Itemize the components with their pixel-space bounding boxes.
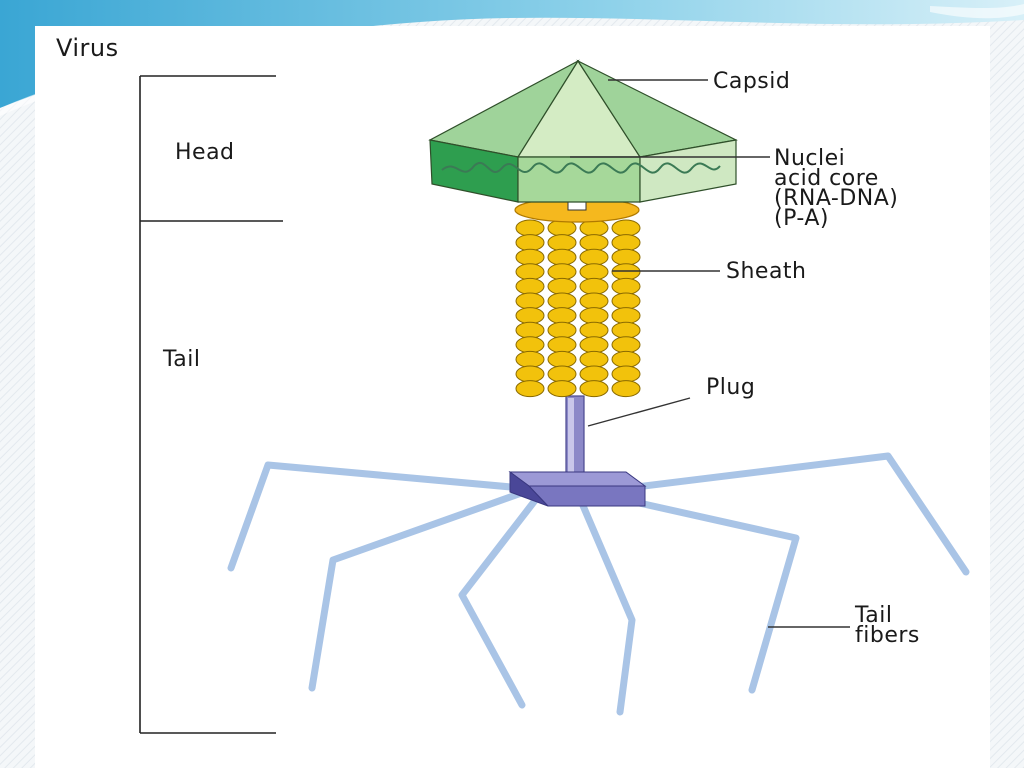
pointer-lines: [570, 79, 850, 628]
sheath-bead: [547, 350, 577, 368]
sheath-bead: [515, 219, 545, 237]
sheath-bead: [547, 336, 577, 354]
sheath-bead: [611, 248, 641, 266]
sheath-bead: [611, 336, 641, 354]
tail-fibers: [227, 452, 970, 716]
label-capsid: Capsid: [713, 69, 791, 94]
label-plug: Plug: [706, 375, 756, 400]
section-label-tail: Tail: [163, 347, 201, 372]
diagram-title: Virus: [56, 34, 119, 62]
sheath-bead: [547, 365, 577, 383]
sheath-bead: [579, 321, 609, 339]
sheath-bead: [547, 380, 577, 398]
sheath-bead: [579, 307, 609, 325]
label-nucleic-line-3: (RNA-DNA): [774, 186, 899, 211]
sheath-bead: [579, 350, 609, 368]
label-nucleic-line-2: acid core: [774, 166, 879, 191]
label-nucleic-line-4: (P-A): [774, 206, 829, 231]
sheath-bead: [547, 292, 577, 310]
sheath-bead: [547, 307, 577, 325]
sheath: [515, 219, 641, 398]
label-tail-fibers-line-2: fibers: [855, 623, 920, 648]
sheath-bead: [579, 248, 609, 266]
sheath-bead: [579, 292, 609, 310]
sheath-bead: [611, 321, 641, 339]
sheath-bead: [515, 365, 545, 383]
section-label-head: Head: [175, 140, 235, 165]
label-tail-fibers-line-1: Tail: [855, 603, 893, 628]
base-plate: [508, 471, 647, 507]
sheath-bead: [515, 234, 545, 252]
sheath-bead: [547, 277, 577, 295]
sheath-bead: [547, 248, 577, 266]
sheath-bead: [611, 365, 641, 383]
sheath-bead: [611, 263, 641, 281]
sheath-bead: [611, 234, 641, 252]
sheath-bead: [579, 234, 609, 252]
label-sheath: Sheath: [726, 259, 807, 284]
sheath-bead: [515, 350, 545, 368]
nucleic-acid-coil: [441, 162, 721, 174]
sheath-bead: [611, 292, 641, 310]
sheath-bead: [579, 277, 609, 295]
sheath-bead: [611, 219, 641, 237]
sheath-bead: [547, 263, 577, 281]
sheath-bead: [515, 263, 545, 281]
label-tail-fibers: Tail fibers: [855, 603, 920, 648]
sheath-bead: [579, 365, 609, 383]
sheath-bead: [579, 263, 609, 281]
capsid: [428, 59, 738, 203]
sheath-bead: [515, 277, 545, 295]
sheath-bead: [515, 321, 545, 339]
sheath-bead: [515, 380, 545, 398]
sheath-bead: [611, 380, 641, 398]
structure-bracket: [139, 75, 283, 734]
sheath-bead: [611, 307, 641, 325]
sheath-bead: [611, 277, 641, 295]
sheath-bead: [579, 336, 609, 354]
label-nucleic-acid-core: Nuclei acid core (RNA-DNA) (P-A): [774, 146, 899, 231]
sheath-bead: [515, 248, 545, 266]
sheath-bead: [547, 234, 577, 252]
sheath-bead: [547, 321, 577, 339]
sheath-bead: [515, 336, 545, 354]
label-nucleic-line-1: Nuclei: [774, 146, 846, 171]
sheath-bead: [611, 350, 641, 368]
sheath-bead: [515, 307, 545, 325]
sheath-bead: [515, 292, 545, 310]
sheath-bead: [579, 380, 609, 398]
